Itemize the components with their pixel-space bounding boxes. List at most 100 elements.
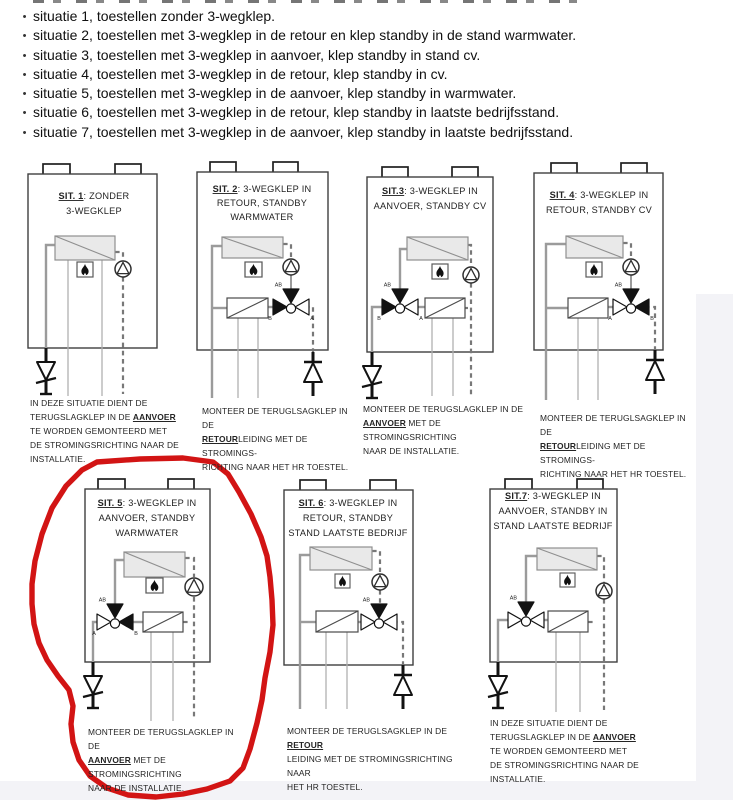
secondary-exchanger (315, 610, 359, 633)
pipe (524, 554, 537, 604)
caption-text: MONTEER DE TERUGSLAGKLEP IN DE (363, 404, 524, 414)
pipe (298, 553, 310, 709)
bullet-item-3: •situatie 3, toestellen met 3-wegklep in… (16, 46, 576, 65)
sit1-diagram: SIT. 1: ZONDER 3-WEGKLEP (27, 163, 158, 396)
situations-list: •situatie 1, toestellen zonder 3-wegklep… (16, 7, 577, 142)
svg-text:AB: AB (99, 598, 107, 604)
caption-text: MET DE STROMINGSRICHTING (363, 418, 457, 442)
heat-exchanger (54, 235, 116, 261)
return-pipe-dashed (623, 241, 633, 259)
pipe (370, 305, 386, 352)
bullet-text: situatie 7, toestellen met 3-wegklep in … (33, 123, 574, 140)
caption-text: MONTEER DE TERUGSLAGKLEP IN DE (88, 727, 234, 751)
diagram-title: SIT. 6: 3-WEGKLEP IN (299, 498, 398, 508)
caption-line: DE STROMINGSRICHTING NAAR DE (30, 438, 182, 452)
diagram-title-line: STAND LAATSTE BEDRIJF (493, 521, 612, 531)
diagram-title-line: 3-WEGKLEP (66, 206, 122, 216)
check-valve-icon (393, 665, 413, 709)
secondary-exchanger (142, 611, 184, 633)
check-valve-icon (82, 662, 104, 710)
caption-keyword: RETOUR (202, 434, 239, 444)
circulation-pump-icon (282, 258, 300, 276)
check-valve-icon (303, 352, 323, 396)
secondary-exchanger (226, 297, 269, 319)
caption-text: TE WORDEN GEMONTEERD MET (490, 746, 628, 756)
diagram-title-line: AANVOER, STANDBY CV (374, 201, 487, 211)
bullet-marker: • (22, 126, 27, 139)
burner-flame-icon (431, 263, 449, 280)
sit5-caption: MONTEER DE TERUGSLAGKLEP IN DE AANVOER ME… (88, 725, 248, 795)
burner-flame-icon (559, 572, 576, 588)
caption-line: INSTALLATIE. (490, 772, 642, 786)
svg-text:B: B (650, 316, 654, 322)
boiler-cabinet (27, 173, 158, 349)
sit3-caption: MONTEER DE TERUGSLAGKLEP IN DE AANVOER ME… (363, 402, 525, 458)
caption-text: DE STROMINGSRICHTING NAAR DE (490, 760, 639, 770)
return-pipe-dashed (185, 556, 196, 577)
secondary-exchanger (547, 610, 589, 633)
circulation-pump-icon (184, 577, 204, 597)
check-valve-icon (361, 352, 383, 400)
caption-text: IN DEZE SITUATIE DIENT DE (490, 718, 608, 728)
caption-line: MONTEER DE TERUGSLAGKLEP IN DE (363, 402, 525, 416)
return-pipe-dashed (468, 243, 473, 267)
burner-flame-icon (585, 261, 603, 278)
caption-line: MONTEER DE TERUGLSAGKLEP IN DE RETOUR (287, 724, 467, 752)
caption-text: DE STROMINGSRICHTING NAAR DE (30, 440, 179, 450)
diagram-title-line: AANVOER, STANDBY (99, 513, 196, 523)
page-edge-right (696, 294, 733, 800)
bullet-text: situatie 3, toestellen met 3-wegklep in … (33, 46, 481, 63)
caption-line: NAAR DE INSTALLATIE. (88, 781, 248, 795)
pipe (496, 618, 512, 662)
svg-text:A: A (310, 316, 314, 322)
circulation-pump-icon (595, 582, 613, 600)
burner-flame-icon (244, 261, 263, 278)
caption-text: TERUGSLAGKLEP IN DE (30, 412, 133, 422)
caption-text: MONTEER DE TERUGLSAGKLEP IN DE (287, 726, 448, 736)
bullet-item-1: •situatie 1, toestellen zonder 3-wegklep… (16, 7, 576, 26)
heat-exchanger (536, 547, 598, 571)
caption-line: TE WORDEN GEMONTEERD MET (30, 424, 182, 438)
boiler-cabinet (366, 176, 494, 353)
caption-keyword: AANVOER (363, 418, 406, 428)
diagram-title: SIT. 5: 3-WEGKLEP IN (98, 498, 197, 508)
heat-exchanger (221, 236, 284, 259)
svg-text:AB: AB (510, 596, 518, 602)
caption-keyword: AANVOER (132, 412, 176, 422)
caption-line: RICHTING NAAR HET HR TOESTEL. (540, 467, 694, 481)
caption-text: LEIDING MET DE STROMINGSRICHTING NAAR (287, 754, 453, 778)
boiler-cabinet (489, 488, 618, 663)
caption-keyword: RETOUR (540, 441, 577, 451)
caption-line: NAAR DE INSTALLATIE. (363, 444, 525, 458)
diagram-title: SIT.3: 3-WEGKLEP IN (382, 186, 478, 196)
caption-text: MET DE STROMINGSRICHTING (88, 755, 182, 779)
return-pipe-dashed (115, 250, 125, 261)
caption-line: IN DEZE SITUATIE DIENT DE (30, 396, 182, 410)
caption-text: NAAR DE INSTALLATIE. (88, 783, 185, 793)
caption-text: MONTEER DE TERUGLSAGKLEP IN DE (540, 413, 686, 437)
caption-text: TE WORDEN GEMONTEERD MET (30, 426, 168, 436)
caption-keyword: AANVOER (88, 755, 131, 765)
bullet-text: situatie 6, toestellen met 3-wegklep in … (33, 104, 560, 121)
boiler-cabinet (196, 171, 329, 351)
bullet-marker: • (22, 11, 27, 23)
diagram-title-line: WARMWATER (230, 212, 293, 222)
pipe (544, 242, 566, 400)
check-valve-icon (487, 662, 509, 710)
bullet-marker: • (22, 68, 27, 81)
pipe (44, 243, 55, 348)
caption-line: DE STROMINGSRICHTING NAAR DE (490, 758, 642, 772)
caption-line: HET HR TOESTEL. (287, 780, 467, 794)
heat-exchanger (406, 236, 469, 261)
secondary-exchanger (424, 297, 466, 319)
diagram-title: SIT. 1: ZONDER (59, 191, 130, 201)
caption-line: MONTEER DE TERUGLSAGKLEP IN DE (202, 404, 354, 432)
caption-line: LEIDING MET DE STROMINGSRICHTING NAAR (287, 752, 467, 780)
